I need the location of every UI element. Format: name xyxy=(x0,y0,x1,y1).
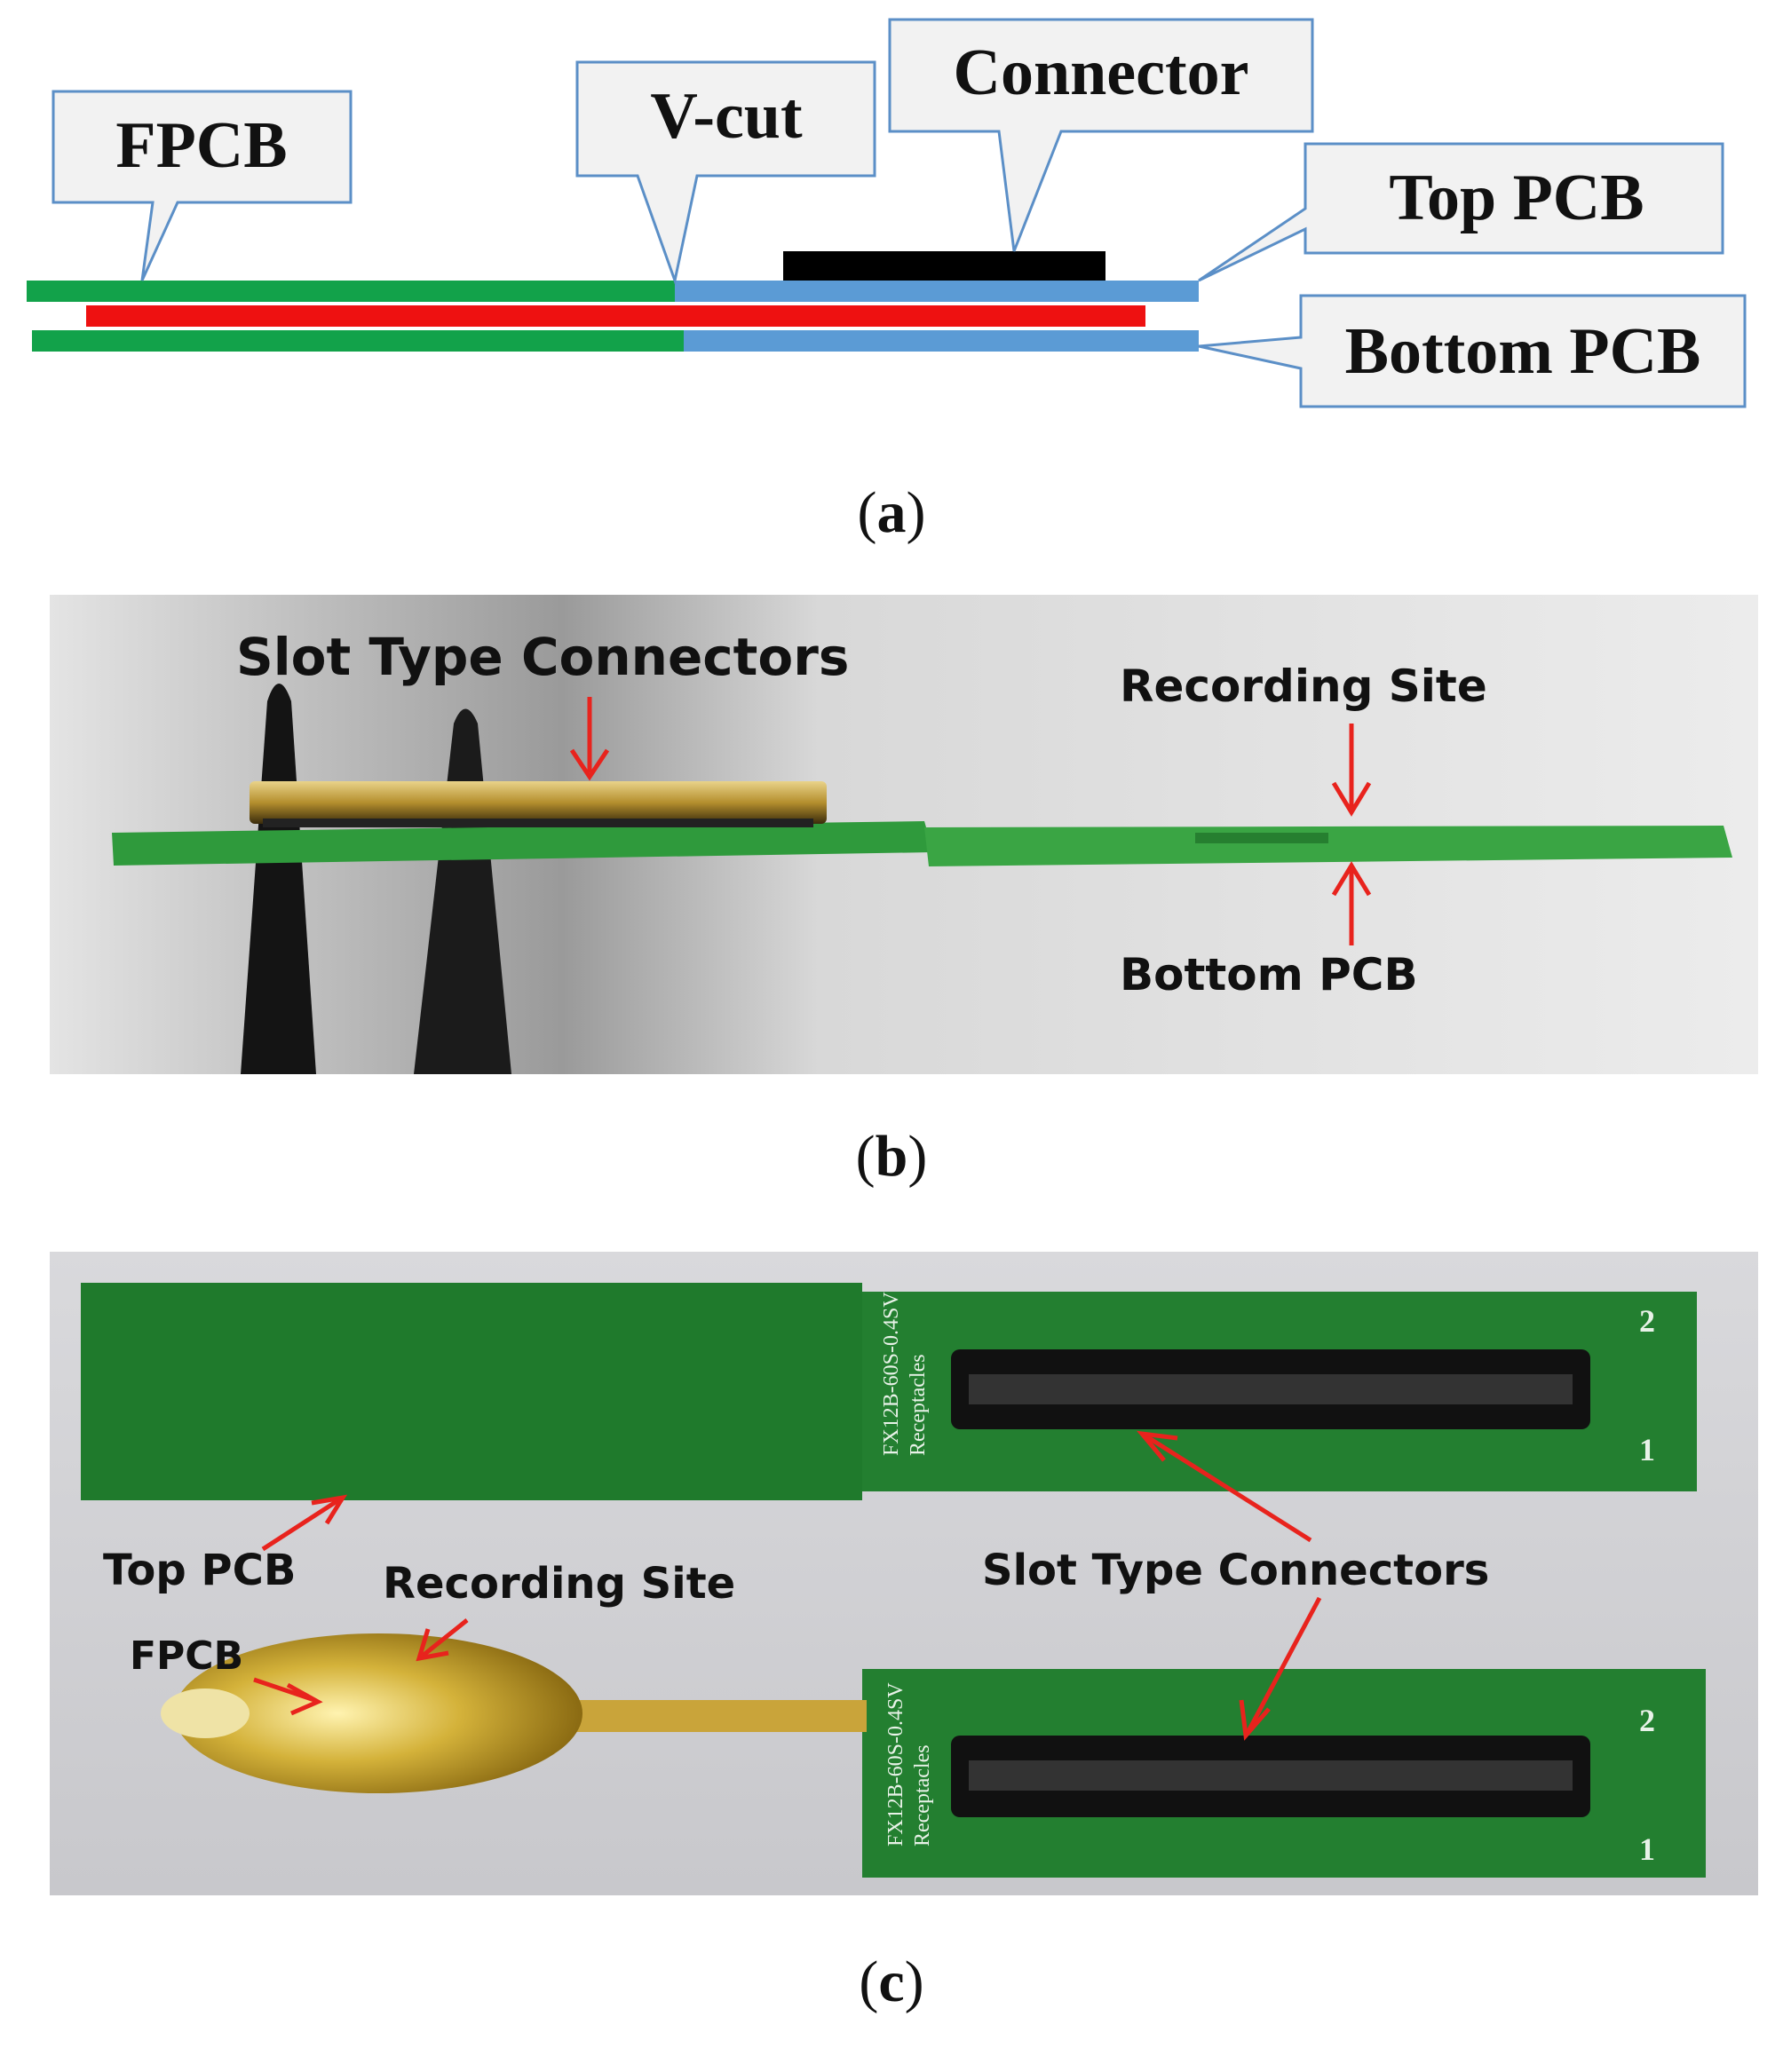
top-pcb-photo xyxy=(112,821,933,866)
arrow-to-connector-2 xyxy=(1239,1596,1322,1741)
pin-2-marker-2: 2 xyxy=(1639,1703,1655,1738)
connector-callout-label: Connector xyxy=(954,36,1249,109)
arrow-to-fpcb xyxy=(253,1677,323,1716)
slot-connector-2-contacts xyxy=(969,1760,1573,1791)
fpcb-electrode-array xyxy=(174,1633,582,1793)
slot-connector-1-contacts xyxy=(969,1374,1573,1404)
slot-connector-pins xyxy=(263,819,813,827)
part-number-1: FX12B-60S-0.4SV xyxy=(880,1292,903,1456)
top-pcb-board xyxy=(81,1283,862,1500)
slot-connector-photo xyxy=(250,781,827,824)
bottom-pcb-label: Bottom PCB xyxy=(1120,949,1418,1000)
pin-1-marker-2: 1 xyxy=(1639,1831,1655,1867)
top-pcb-callout-label: Top PCB xyxy=(1389,162,1644,234)
fpcb-bottom-layer xyxy=(32,330,684,352)
arrow-to-bottom-pcb xyxy=(1331,861,1372,945)
connector-block xyxy=(783,251,1105,281)
top-pcb-callout: Top PCB xyxy=(1198,142,1724,282)
fpcb-top-layer xyxy=(27,281,675,302)
arrow-to-recording-site xyxy=(416,1618,469,1662)
fpcb-electrode-tip xyxy=(161,1688,250,1738)
pin-2-marker-1: 2 xyxy=(1639,1303,1655,1339)
vcut-callout: V-cut xyxy=(575,60,876,286)
part-type-1: Receptacles xyxy=(907,1354,930,1456)
arrow-to-top-pcb xyxy=(261,1494,348,1552)
layer-schematic: FPCB V-cut Connector Top PCB Bottom PCB xyxy=(27,18,1747,408)
recording-site-label: Recording Site xyxy=(383,1559,735,1609)
bottom-pcb-photo xyxy=(924,826,1732,866)
caption-a-letter: a xyxy=(876,480,907,545)
top-view-photo: FX12B-60S-0.4SV Receptacles 2 1 FX12B-60… xyxy=(50,1252,1758,1895)
tweezer-left xyxy=(241,684,316,1074)
recording-site-marks xyxy=(1195,833,1328,843)
arrow-to-connector-1 xyxy=(1137,1430,1312,1543)
slot-connectors-label: Slot Type Connectors xyxy=(236,627,849,687)
bottom-pcb-callout: Bottom PCB xyxy=(1198,294,1747,408)
connector-callout: Connector xyxy=(888,18,1314,252)
adhesive-layer xyxy=(86,305,1145,327)
fpcb-callout-label: FPCB xyxy=(115,109,287,182)
fpcb-callout: FPCB xyxy=(52,90,353,281)
fpcb-strip xyxy=(547,1700,867,1732)
caption-b: (b) xyxy=(855,1124,928,1189)
pin-1-marker-1: 1 xyxy=(1639,1432,1655,1467)
recording-site-label: Recording Site xyxy=(1120,660,1487,712)
part-type-2: Receptacles xyxy=(911,1744,934,1847)
bottom-pcb-layer xyxy=(684,330,1199,352)
top-pcb-label: Top PCB xyxy=(103,1546,296,1595)
caption-b-letter: b xyxy=(875,1124,908,1189)
slot-connectors-label: Slot Type Connectors xyxy=(982,1546,1489,1595)
part-number-2: FX12B-60S-0.4SV xyxy=(884,1682,907,1847)
caption-a: (a) xyxy=(857,480,926,545)
bottom-pcb-callout-label: Bottom PCB xyxy=(1345,315,1701,388)
fpcb-label: FPCB xyxy=(130,1633,243,1679)
caption-c-letter: c xyxy=(878,1949,905,2014)
top-pcb-layer xyxy=(675,281,1199,302)
side-view-photo: Slot Type Connectors Recording Site Bott… xyxy=(50,595,1758,1074)
arrow-to-connector xyxy=(569,697,610,781)
arrow-to-recording-site xyxy=(1331,724,1372,817)
tweezer-right xyxy=(414,708,511,1074)
caption-c: (c) xyxy=(859,1949,924,2014)
vcut-callout-label: V-cut xyxy=(650,80,803,153)
